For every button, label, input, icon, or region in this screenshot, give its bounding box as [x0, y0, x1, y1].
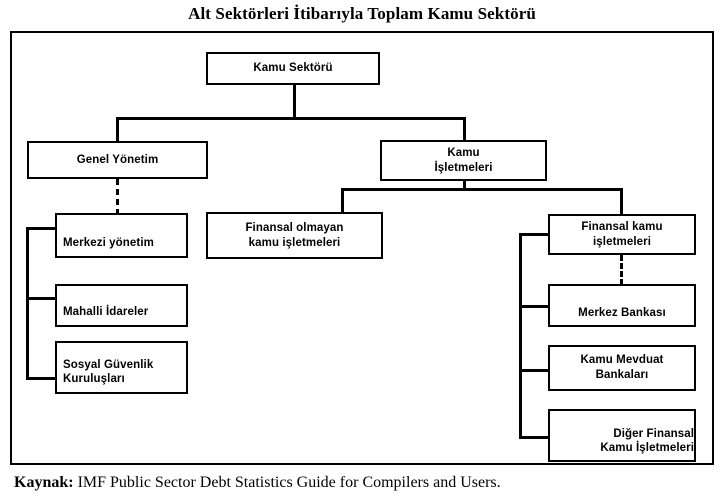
node-finansal-kamu-line2: işletmeleri [593, 235, 651, 248]
node-mahalli-idareler[interactable]: Mahalli İdareler [55, 284, 188, 327]
node-kamu-isletmeleri[interactable]: Kamu İşletmeleri [380, 140, 547, 181]
node-diger-finansal-kamu-isletmeleri[interactable]: Diğer Finansal Kamu İşletmeleri [548, 409, 696, 462]
connector-public-corporations-bus [341, 188, 623, 191]
connector-left-stub-local-government [26, 297, 57, 300]
node-kamu-isletmeleri-line2: İşletmeleri [434, 161, 493, 174]
connector-right-stub-central-bank [519, 305, 548, 308]
source-text: IMF Public Sector Debt Statistics Guide … [77, 474, 501, 491]
node-kamu-sektoru[interactable]: Kamu Sektörü [206, 52, 380, 85]
connector-left-bracket-spine [26, 227, 29, 380]
node-diger-finansal-line2: Kamu İşletmeleri [600, 442, 694, 455]
connector-dashed-financial-public-corp [620, 255, 623, 285]
connector-right-bracket-spine [519, 233, 522, 439]
node-merkezi-yonetim-label: Merkezi yönetim [63, 237, 154, 250]
node-mahalli-idareler-label: Mahalli İdareler [63, 306, 149, 319]
connector-main-bus [116, 117, 466, 120]
diagram-frame: Kamu Sektörü Genel Yönetim Kamu İşletmel… [10, 31, 714, 465]
connector-bus-to-financial-public-corp [620, 188, 623, 214]
node-kamu-isletmeleri-line1: Kamu [447, 146, 480, 159]
node-merkez-bankasi[interactable]: Merkez Bankası [548, 284, 696, 327]
node-kamu-mevduat-line2: Bankaları [595, 369, 649, 381]
node-merkezi-yonetim[interactable]: Merkezi yönetim [55, 213, 188, 258]
connector-bus-to-general-government [116, 117, 119, 141]
node-kamu-sektoru-label: Kamu Sektörü [253, 62, 333, 75]
node-genel-yonetim[interactable]: Genel Yönetim [27, 141, 208, 179]
node-finansal-olmayan-kamu-isletmeleri[interactable]: Finansal olmayan kamu işletmeleri [206, 212, 383, 259]
connector-left-stub-social-security [26, 377, 57, 380]
connector-right-stub-financial-public-corp [519, 233, 548, 236]
source-note: Kaynak: IMF Public Sector Debt Statistic… [14, 474, 501, 492]
node-finansal-kamu-isletmeleri[interactable]: Finansal kamu işletmeleri [548, 214, 696, 255]
connector-public-corporations-drop [463, 181, 466, 190]
node-merkez-bankasi-label: Merkez Bankası [578, 307, 666, 320]
figure-title: Alt Sektörleri İtibarıyla Toplam Kamu Se… [188, 4, 536, 23]
node-sosyal-guvenlik-kuruluslari[interactable]: Sosyal Güvenlik Kuruluşları [55, 341, 188, 394]
node-sosyal-guvenlik-line2: Kuruluşları [63, 373, 125, 386]
node-kamu-mevduat-line1: Kamu Mevduat [580, 354, 664, 367]
connector-right-stub-other-financial-public-corp [519, 436, 548, 439]
node-genel-yonetim-label: Genel Yönetim [76, 153, 159, 166]
node-finansal-olmayan-line1: Finansal olmayan [245, 221, 344, 234]
connector-dashed-general-government [116, 179, 119, 215]
connector-root-drop [293, 85, 296, 119]
connector-bus-to-nonfinancial-public-corp [341, 188, 344, 212]
connector-left-stub-central-government [26, 227, 57, 230]
connector-bus-to-public-corporations [463, 117, 466, 140]
node-kamu-mevduat-bankalari[interactable]: Kamu Mevduat Bankaları [548, 345, 696, 391]
connector-right-stub-public-deposit-banks [519, 369, 548, 372]
node-finansal-kamu-line1: Finansal kamu [581, 220, 663, 233]
source-label: Kaynak: [14, 474, 74, 491]
node-sosyal-guvenlik-line1: Sosyal Güvenlik [63, 358, 154, 371]
node-finansal-olmayan-line2: kamu işletmeleri [248, 236, 341, 249]
node-diger-finansal-line1: Diğer Finansal [613, 427, 694, 440]
